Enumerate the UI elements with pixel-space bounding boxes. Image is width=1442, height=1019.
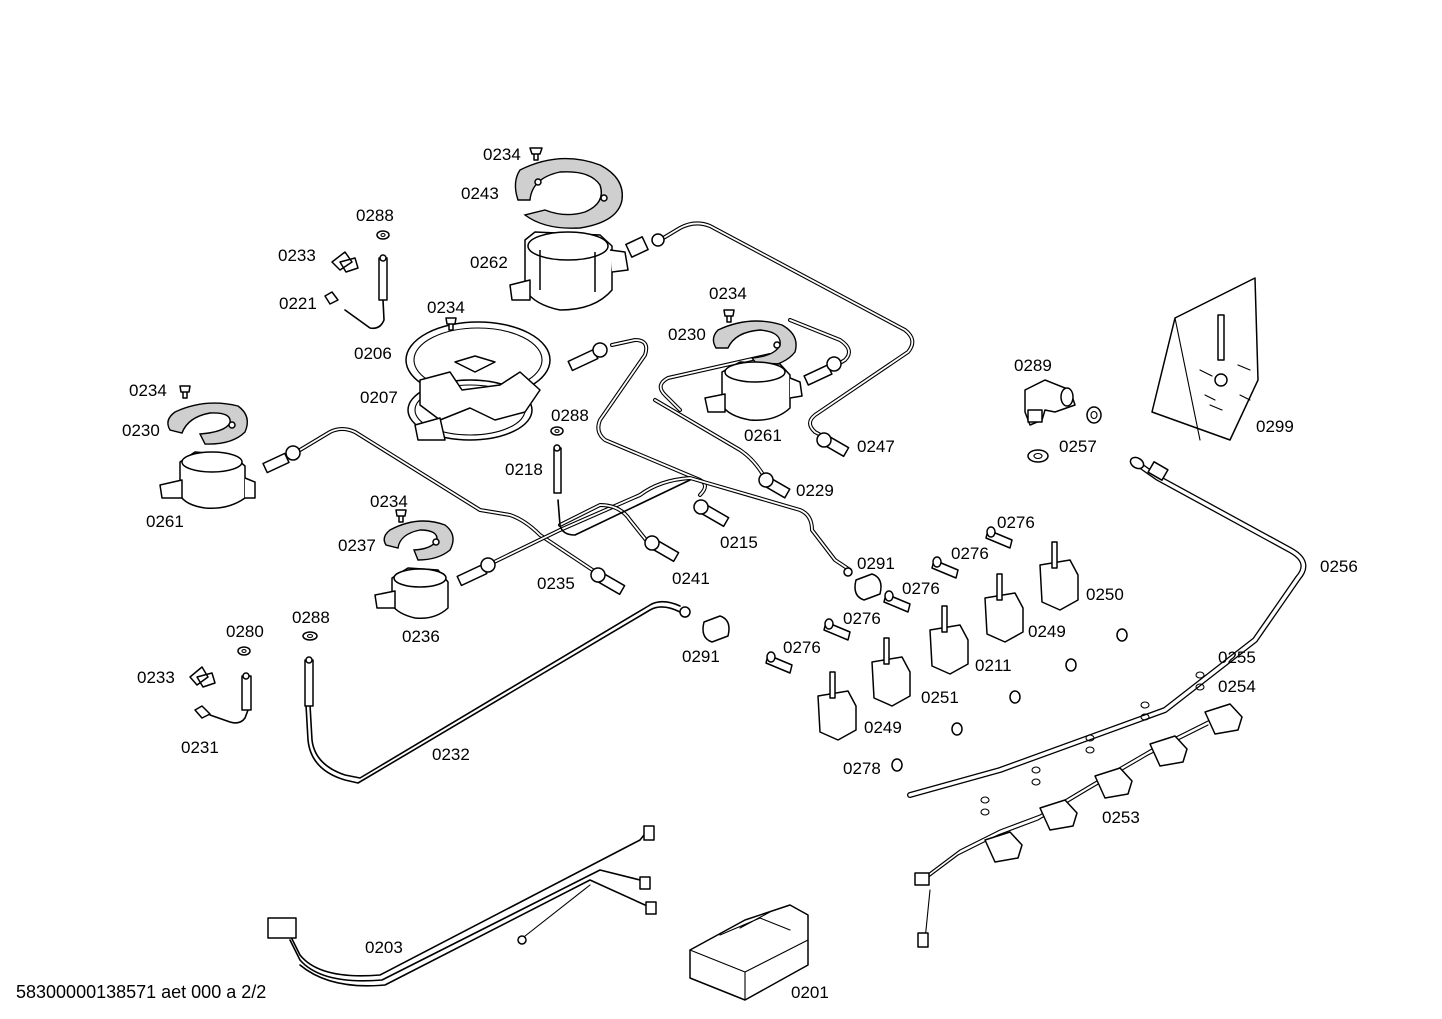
main-gas-pipe-0256	[907, 456, 1307, 798]
callout-0234: 0234	[129, 381, 167, 400]
callout-0211: 0211	[975, 656, 1012, 675]
ignition-module-0253	[914, 671, 1243, 948]
burner-ring-0206-0207	[405, 321, 551, 441]
callout-0243: 0243	[461, 184, 499, 203]
callout-0278: 0278	[843, 759, 881, 778]
callout-0234: 0234	[483, 145, 521, 164]
gas-pipes	[209, 221, 915, 784]
burner-body-0262	[509, 231, 665, 311]
callout-0291: 0291	[682, 647, 720, 666]
callout-0251: 0251	[921, 688, 959, 707]
callout-0218: 0218	[505, 460, 543, 479]
callout-0256: 0256	[1320, 557, 1358, 576]
callout-0236: 0236	[402, 627, 440, 646]
callout-0230: 0230	[122, 421, 160, 440]
clips-0233	[189, 251, 359, 719]
callout-0254: 0254	[1218, 677, 1256, 696]
callout-0249: 0249	[864, 718, 902, 737]
callout-0299: 0299	[1256, 417, 1294, 436]
callout-0203: 0203	[365, 938, 403, 957]
callout-0234: 0234	[709, 284, 747, 303]
callout-0207: 0207	[360, 388, 398, 407]
callout-0234: 0234	[370, 492, 408, 511]
washers	[237, 230, 1102, 656]
rings-0278	[891, 628, 1128, 772]
callout-0201: 0201	[791, 983, 829, 1002]
burner-body-0236	[374, 567, 449, 620]
callout-0261: 0261	[744, 426, 782, 445]
callout-0250: 0250	[1086, 585, 1124, 604]
gasket-0230-left	[167, 402, 248, 445]
callout-0255: 0255	[1218, 648, 1256, 667]
callout-0241: 0241	[672, 569, 710, 588]
gasket-0243	[514, 157, 624, 229]
elbow-connector-0289	[1024, 379, 1076, 426]
callout-0253: 0253	[1102, 808, 1140, 827]
burner-body-0261-left	[159, 451, 256, 510]
callout-0276: 0276	[783, 638, 821, 657]
callout-0233: 0233	[278, 246, 316, 265]
callout-0233: 0233	[137, 668, 175, 687]
burner-body-0261-right	[704, 361, 803, 421]
callout-0247: 0247	[857, 437, 895, 456]
callout-0230: 0230	[668, 325, 706, 344]
callout-0237: 0237	[338, 536, 376, 555]
callout-0288: 0288	[356, 206, 394, 225]
nozzles	[262, 342, 850, 596]
callout-0262: 0262	[470, 253, 508, 272]
callout-0215: 0215	[720, 533, 758, 552]
nuts-0291	[679, 567, 882, 643]
callout-0289: 0289	[1014, 356, 1052, 375]
callout-0232: 0232	[432, 745, 470, 764]
gas-taps	[817, 541, 1079, 741]
callout-0229: 0229	[796, 481, 834, 500]
callout-0249: 0249	[1028, 622, 1066, 641]
callout-labels: 0234 0243 0288 0233 0262 0221 0234 0206 …	[122, 145, 1358, 1002]
callout-0234: 0234	[427, 298, 465, 317]
callout-0221: 0221	[279, 294, 317, 313]
callout-0261: 0261	[146, 512, 184, 531]
callout-0276: 0276	[997, 513, 1035, 532]
callout-0288: 0288	[551, 406, 589, 425]
screws-0276	[765, 526, 1013, 674]
electrodes	[241, 254, 562, 711]
callout-0206: 0206	[354, 344, 392, 363]
gasket-0237	[383, 520, 454, 561]
fastener-bag-0299	[1151, 277, 1259, 441]
wire-harness-0203	[267, 825, 657, 987]
document-id-footer: 58300000138571 aet 000 a 2/2	[16, 982, 266, 1002]
callout-0231: 0231	[181, 738, 219, 757]
callout-0276: 0276	[951, 544, 989, 563]
callout-0280: 0280	[226, 622, 264, 641]
callout-0257: 0257	[1059, 437, 1097, 456]
callout-0276: 0276	[843, 609, 881, 628]
gasket-0230-right	[712, 320, 797, 369]
callout-0288: 0288	[292, 608, 330, 627]
housing-box-0201	[689, 904, 809, 1001]
callout-0276: 0276	[902, 579, 940, 598]
screws-0234	[179, 147, 735, 523]
callout-0235: 0235	[537, 574, 575, 593]
callout-0291: 0291	[857, 554, 895, 573]
